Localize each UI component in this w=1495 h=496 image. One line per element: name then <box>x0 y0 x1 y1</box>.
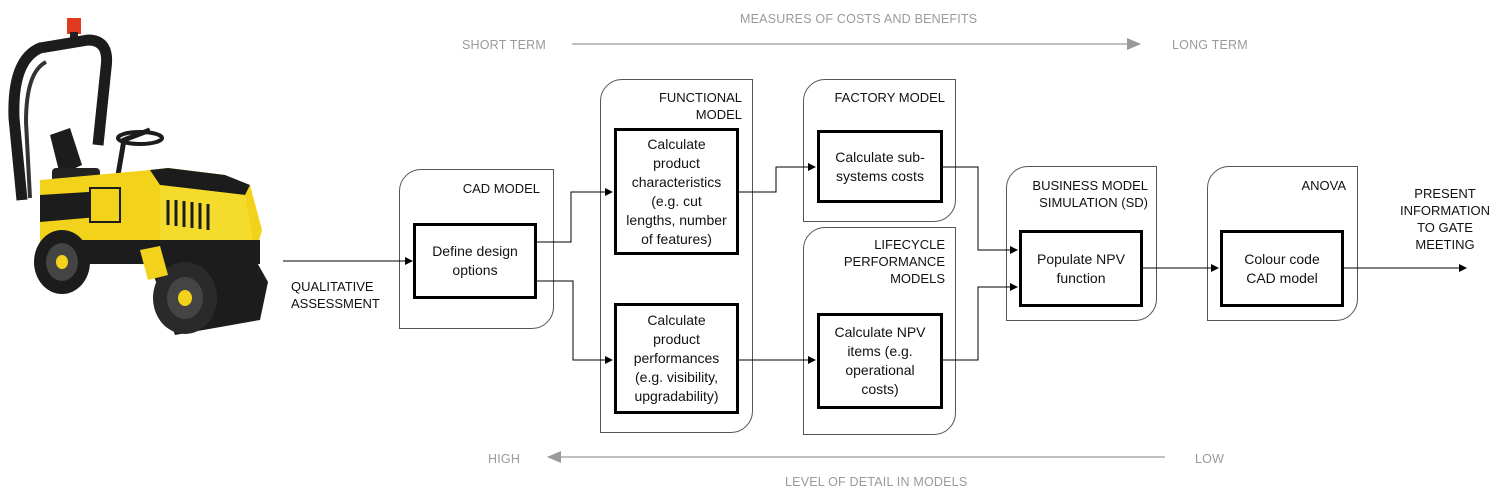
costs-to-populate-arrow <box>943 166 1018 254</box>
subsystems-costs-box: Calculate sub- systems costs <box>817 130 943 203</box>
factory-model-title: FACTORY MODEL <box>834 90 945 105</box>
define-design-options-box: Define design options <box>413 223 537 299</box>
beacon-light <box>67 18 81 34</box>
detail-level-label: LEVEL OF DETAIL IN MODELS <box>785 475 968 489</box>
anova-title: ANOVA <box>1301 178 1346 193</box>
high-label: HIGH <box>488 452 521 466</box>
colour-code-box: Colour code CAD model <box>1220 230 1344 307</box>
populate-npv-box: Populate NPV function <box>1019 230 1143 307</box>
road-roller-image <box>8 18 268 335</box>
costs-benefits-label: MEASURES OF COSTS AND BENEFITS <box>740 12 978 26</box>
business-model-title: BUSINESS MODEL SIMULATION (SD) <box>1032 178 1148 210</box>
cad-to-performances-arrow <box>537 280 613 364</box>
low-label: LOW <box>1195 452 1225 466</box>
lifecycle-models-title: LIFECYCLE PERFORMANCE MODELS <box>843 237 945 286</box>
product-performances-box: Calculate product performances (e.g. vis… <box>614 303 739 414</box>
npv-to-populate-arrow <box>943 283 1018 361</box>
npv-items-box: Calculate NPV items (e.g. operational co… <box>817 313 943 409</box>
characteristics-to-costs-arrow <box>739 163 816 193</box>
short-term-label: SHORT TERM <box>462 38 546 52</box>
qualitative-assessment-label: QUALITATIVE ASSESSMENT <box>291 279 380 311</box>
long-term-label: LONG TERM <box>1172 38 1248 52</box>
present-information-label: PRESENT INFORMATION TO GATE MEETING <box>1399 186 1491 252</box>
functional-model-title: FUNCTIONAL MODEL <box>658 90 742 122</box>
cad-model-title: CAD MODEL <box>462 181 540 196</box>
product-characteristics-box: Calculate product characteristics (e.g. … <box>614 128 739 255</box>
cad-to-characteristics-arrow <box>537 188 613 243</box>
